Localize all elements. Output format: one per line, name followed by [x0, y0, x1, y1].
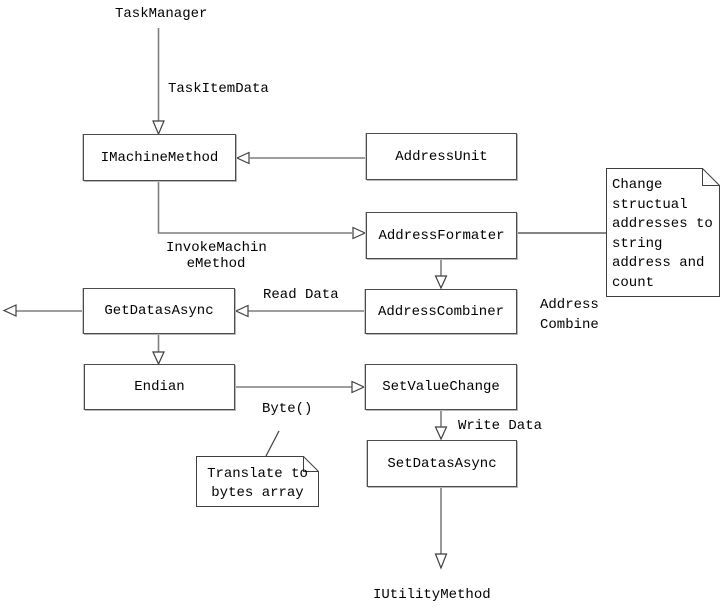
node-endian: Endian — [84, 364, 235, 410]
node-setdatasasync: SetDatasAsync — [367, 440, 517, 487]
edge-label-byte: Byte() — [262, 401, 313, 417]
node-imachinemethod: IMachineMethod — [83, 134, 236, 181]
note-translate-bytes: Translate to bytes array — [196, 456, 319, 507]
edge-label-invokemachinemethod: InvokeMachin eMethod — [166, 240, 267, 272]
node-addresscombiner: AddressCombiner — [365, 289, 517, 334]
edge-label-readdata: Read Data — [263, 287, 339, 303]
edge-note-bytes-connector — [265, 430, 280, 457]
endpoint-iutilitymethod: IUtilityMethod — [373, 587, 491, 603]
edge-label-writedata: Write Data — [458, 418, 543, 434]
note-translate-bytes-text: Translate to bytes array — [207, 466, 308, 501]
note-change-addresses: Change structual addresses to string add… — [606, 168, 720, 297]
edge-label-taskitemdata: TaskItemData — [168, 81, 269, 97]
node-getdatasasync: GetDatasAsync — [83, 288, 235, 334]
edge-label-addresscombine: Address Combine — [540, 297, 599, 333]
edge-imachinemethod-to-addressformater — [157, 181, 352, 234]
arrowheads — [2, 120, 448, 570]
node-setvaluechange: SetValueChange — [365, 364, 517, 410]
node-addressunit: AddressUnit — [366, 133, 517, 180]
note-paper-icon — [606, 168, 720, 297]
note-change-addresses-text: Change structual addresses to string add… — [612, 177, 713, 291]
endpoint-taskmanager: TaskManager — [115, 6, 208, 22]
note-paper-icon — [196, 456, 319, 507]
node-addressformater: AddressFormater — [366, 212, 517, 259]
